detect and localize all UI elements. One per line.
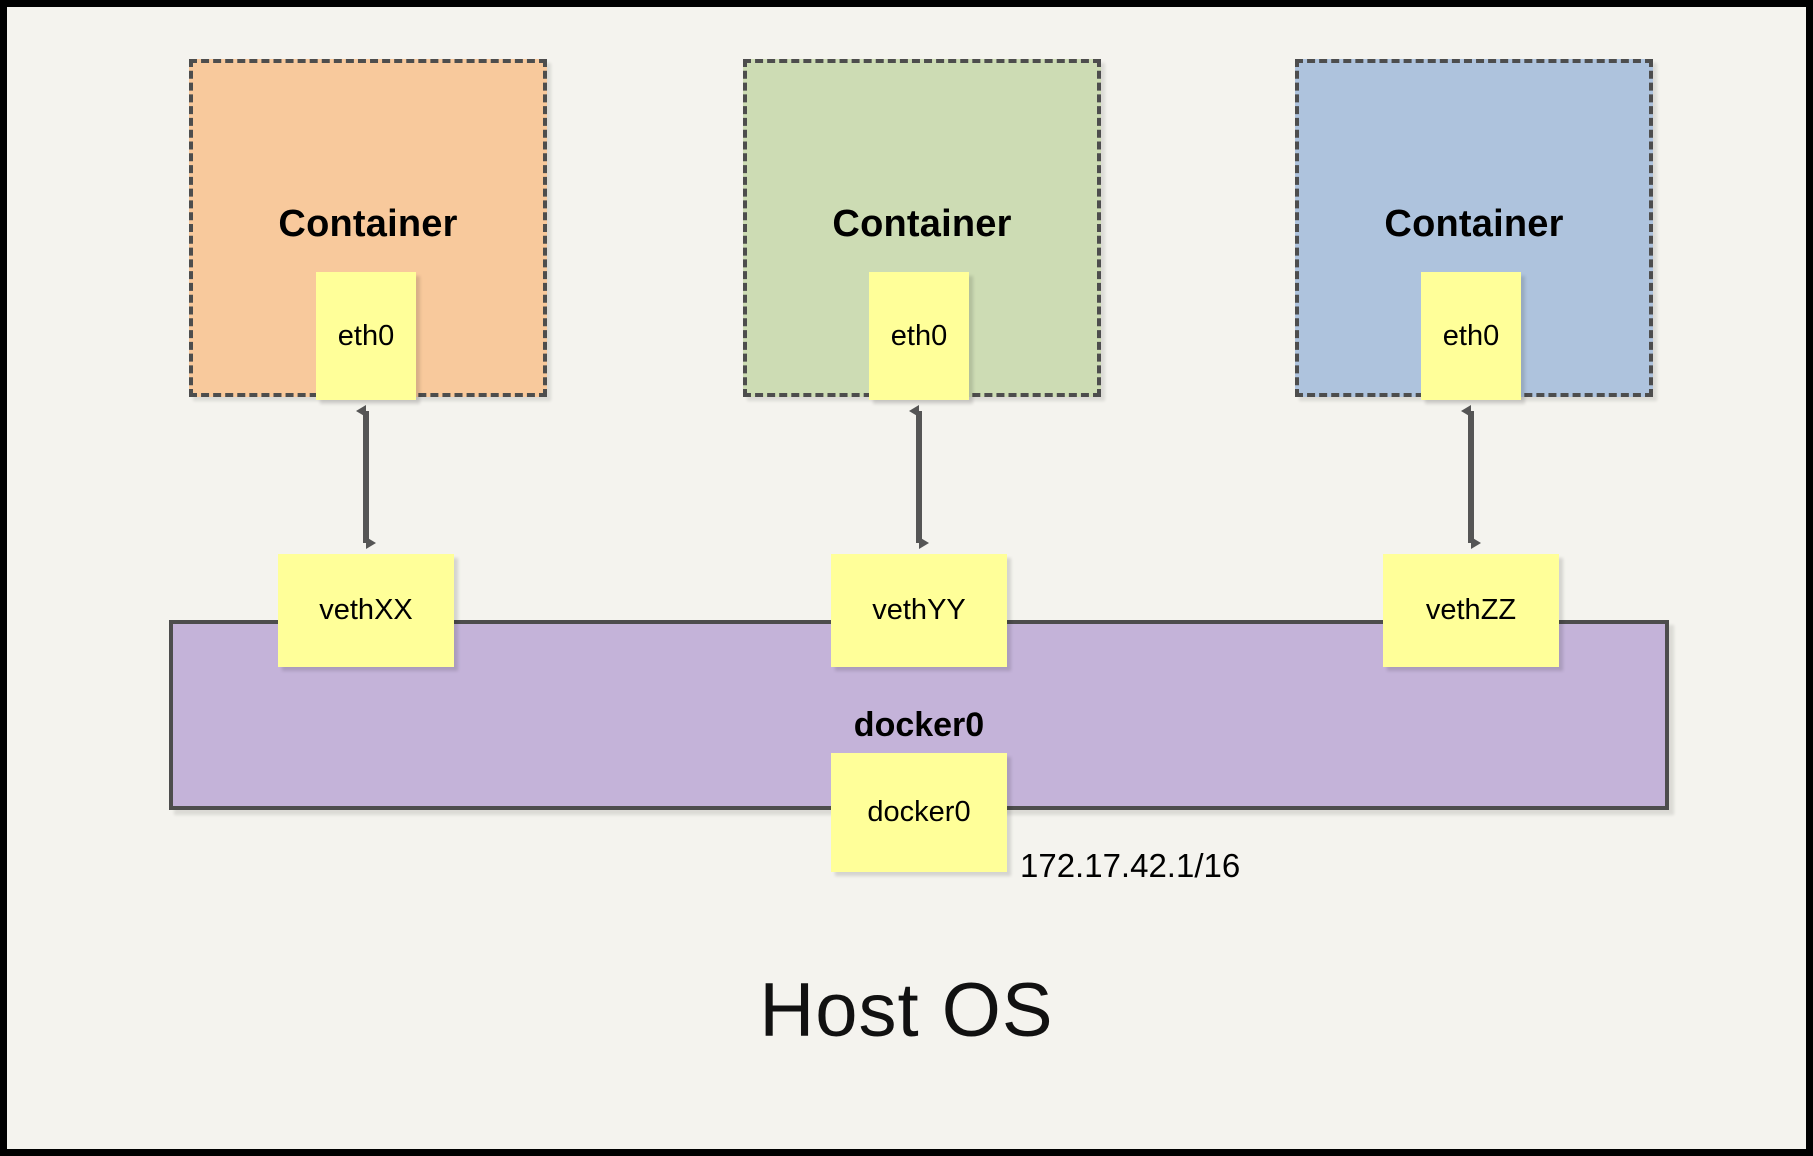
connector-arrow-3 xyxy=(1461,405,1481,549)
container-title-1: Container xyxy=(278,203,458,245)
veth-interface-2: vethYY xyxy=(831,554,1007,667)
veth-interface-3: vethZZ xyxy=(1383,554,1559,667)
eth0-interface-1: eth0 xyxy=(316,272,416,400)
connector-arrow-1 xyxy=(356,405,376,549)
eth0-interface-2: eth0 xyxy=(869,272,969,400)
bridge-ip-label: 172.17.42.1/16 xyxy=(1020,847,1241,884)
veth-interface-1: vethXX xyxy=(278,554,454,667)
eth0-interface-3: eth0 xyxy=(1421,272,1521,400)
container-title-2: Container xyxy=(832,203,1012,245)
docker0-interface-box: docker0 xyxy=(831,753,1007,872)
docker0-bridge-label: docker0 xyxy=(853,706,985,744)
container-title-3: Container xyxy=(1384,203,1564,245)
connector-arrow-2 xyxy=(909,405,929,549)
host-os-label: Host OS xyxy=(759,968,1054,1053)
